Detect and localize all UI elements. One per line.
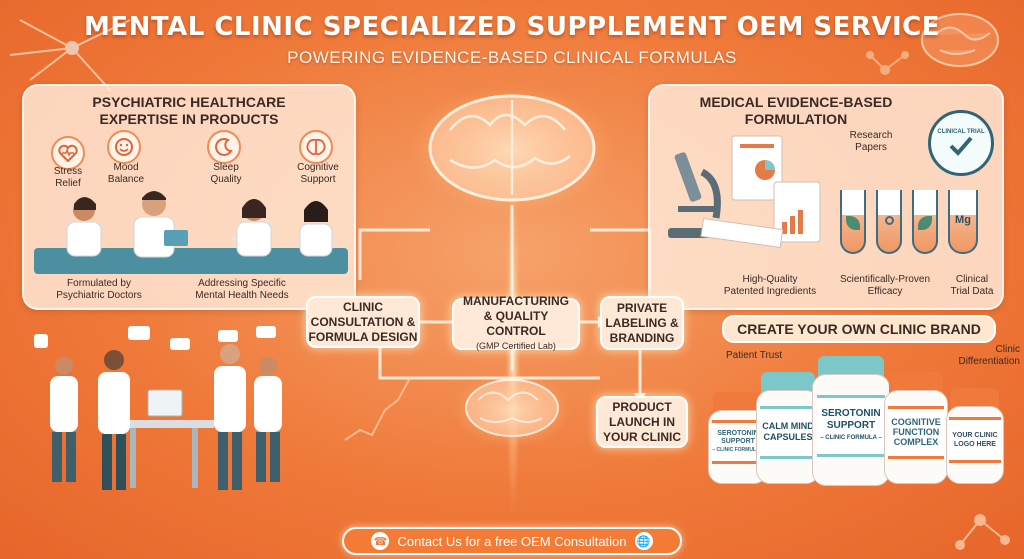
benefit-icon-sleep (194, 130, 254, 164)
bottle-label: COGNITIVE (891, 417, 941, 428)
step-text: YOUR CLINIC (603, 429, 681, 444)
test-tube-leaf (840, 190, 866, 254)
panel-title-line: FORMULATION (744, 111, 848, 127)
panel-title-line: MEDICAL EVIDENCE-BASED (699, 94, 893, 110)
benefit-label: Cognitive (297, 162, 339, 173)
step-clinic-consultation: CLINIC CONSULTATION & FORMULA DESIGN (306, 296, 420, 348)
doctors-meeting-illustration (34, 191, 348, 274)
panel-title-line: PSYCHIATRIC HEALTHCARE (92, 94, 286, 110)
step-text: BRANDING (609, 330, 675, 345)
bottle-label: SEROTONIN (717, 429, 759, 437)
step-text: LABELING & (605, 315, 679, 330)
brain-outline-icon (921, 13, 999, 67)
step-private-labeling: PRIVATE LABELING & BRANDING (600, 296, 684, 350)
benefit-label: Mood (113, 162, 139, 173)
benefit-label: Stress (53, 166, 83, 177)
step-text: PRIVATE (616, 300, 668, 315)
caption-ingredients: Patented Ingredients (723, 286, 817, 297)
caption-trial-data: Clinical (955, 274, 989, 285)
bottle-label: SEROTONIN (821, 408, 881, 420)
bottle-label: COMPLEX (893, 437, 939, 448)
step-text: MANUFACTURING (463, 294, 569, 308)
molecule-small-icon (885, 216, 894, 225)
bottle-label: FUNCTION (892, 427, 940, 438)
test-tube-herb (912, 190, 938, 254)
test-tube-molecule (876, 190, 902, 254)
test-tube-mg: Mg (948, 190, 978, 254)
step-text: FORMULA DESIGN (308, 329, 418, 344)
caption-trial-data: Trial Data (950, 286, 994, 297)
contact-cta-button[interactable]: ☎ Contact Us for a free OEM Consultation… (342, 527, 682, 555)
brain-icon (306, 138, 326, 156)
create-brand-banner: CREATE YOUR OWN CLINIC BRAND (722, 315, 996, 343)
benefit-label: Sleep (213, 162, 239, 173)
clinic-differentiation-label: Clinic Differentiation (930, 344, 1020, 368)
benefit-label: Support (300, 174, 336, 185)
lower-brain-icon (452, 372, 572, 448)
bottle-serotonin-large: SEROTONIN SUPPORT – CLINIC FORMULA – (812, 356, 890, 486)
molecule-icon (955, 514, 1010, 550)
benefit-icon-mood (94, 130, 154, 164)
smile-face-icon (115, 138, 133, 156)
badge-text: CLINICAL TRIAL (937, 129, 985, 135)
heart-pulse-icon (58, 144, 78, 162)
caption-addressing: Addressing Specific (198, 278, 286, 289)
herb-icon (918, 216, 932, 230)
central-brain-icon (407, 85, 617, 215)
step-text: & QUALITY CONTROL (483, 309, 549, 338)
bottle-label: YOUR CLINIC (952, 431, 998, 439)
bottle-label: SUPPORT (826, 420, 876, 432)
bottle-label: CAPSULES (763, 432, 813, 443)
clinic-differentiation-line: Differentiation (958, 356, 1020, 367)
microscope-papers-illustration (668, 135, 821, 249)
benefit-label: Balance (107, 174, 145, 185)
step-product-launch: PRODUCT LAUNCH IN YOUR CLINIC (596, 396, 688, 448)
page-title: MENTAL CLINIC SPECIALIZED SUPPLEMENT OEM… (83, 12, 941, 42)
step-manufacturing: MANUFACTURING & QUALITY CONTROL (GMP Cer… (452, 294, 580, 351)
leaf-icon (846, 216, 860, 230)
bottle-label: – CLINIC FORMULA – (820, 435, 882, 442)
step-text: LAUNCH IN (609, 414, 675, 429)
caption-efficacy: Efficacy (867, 286, 903, 297)
caption-formulated: Formulated by (67, 278, 131, 289)
psychiatric-expertise-panel: PSYCHIATRIC HEALTHCARE EXPERTISE IN PROD… (22, 84, 356, 310)
mg-label: Mg (955, 214, 971, 226)
panel-title-line: EXPERTISE IN PRODUCTS (99, 111, 279, 127)
step-subtext: (GMP Certified Lab) (476, 341, 556, 351)
caption-formulated: Psychiatric Doctors (56, 290, 142, 301)
caption-efficacy: Scientifically-Proven (839, 274, 931, 285)
evidence-based-panel: MEDICAL EVIDENCE-BASED FORMULATION CLINI… (648, 84, 1004, 310)
bottle-label: SUPPORT (721, 437, 755, 445)
step-text: CLINIC (343, 299, 383, 314)
phone-icon: ☎ (371, 532, 390, 550)
bottle-calm-mind: CALM MIND CAPSULES (756, 372, 820, 484)
bottle-cognitive: COGNITIVE FUNCTION COMPLEX (884, 372, 948, 484)
bottle-label: – CLINIC FORMULA – (712, 446, 764, 453)
page-subtitle: POWERING EVIDENCE-BASED CLINICAL FORMULA… (287, 48, 737, 67)
benefit-icon-stress (38, 136, 98, 170)
bottle-label: CALM MIND (762, 421, 814, 432)
clinic-differentiation-line: Clinic (995, 344, 1020, 355)
research-label: Papers (855, 142, 887, 153)
caption-ingredients: High-Quality (742, 274, 798, 285)
neuron-icon (9, 19, 131, 91)
checkmark-icon (949, 136, 973, 156)
bottle-label: LOGO HERE (953, 440, 996, 448)
clinical-trial-badge: CLINICAL TRIAL (928, 110, 994, 176)
contact-text: Contact Us for a free OEM Consultation (397, 533, 627, 549)
step-text: PRODUCT (612, 399, 672, 414)
moon-icon (215, 138, 233, 156)
benefit-label: Relief (55, 178, 81, 189)
molecule-icon (866, 51, 909, 75)
research-label: Research (849, 130, 893, 141)
globe-icon: 🌐 (634, 532, 653, 550)
medical-team-illustration (34, 326, 282, 490)
benefit-icon-cognitive (284, 130, 348, 164)
caption-addressing: Mental Health Needs (195, 290, 289, 301)
patient-trust-label: Patient Trust (726, 350, 783, 361)
benefit-label: Quality (210, 174, 242, 185)
step-text: CONSULTATION & (310, 314, 416, 329)
bottle-your-logo: YOUR CLINIC LOGO HERE (946, 388, 1004, 484)
